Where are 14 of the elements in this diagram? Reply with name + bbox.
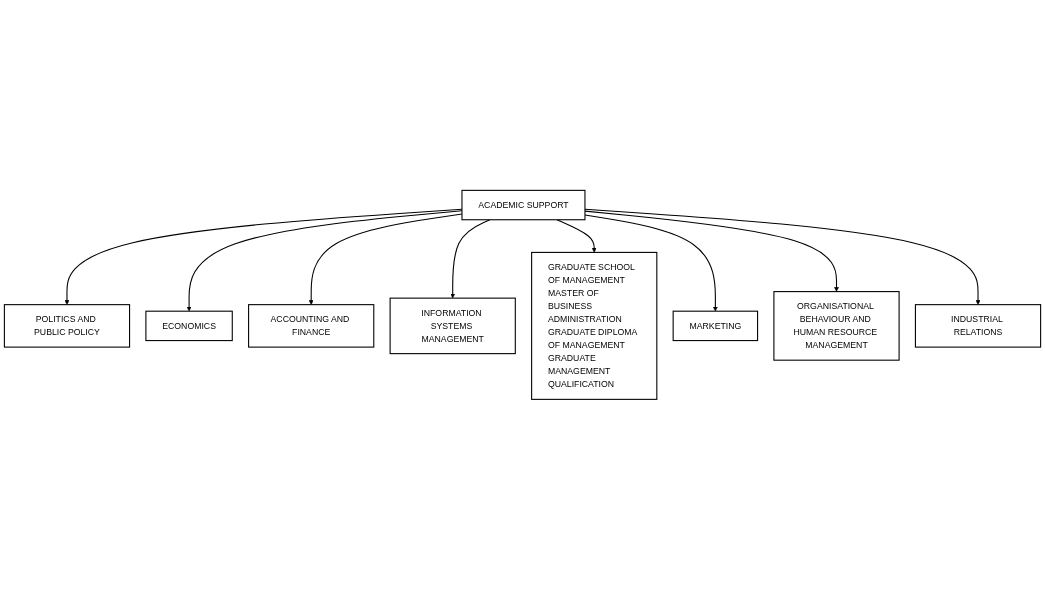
arrow bbox=[584, 210, 839, 292]
node-box: INDUSTRIAL RELATIONS bbox=[914, 303, 1042, 348]
arrow bbox=[584, 214, 718, 312]
node-box: MARKETING bbox=[672, 310, 759, 341]
arrow bbox=[584, 208, 981, 305]
arrow bbox=[556, 218, 597, 253]
node-box: ACADEMIC SUPPORT bbox=[461, 189, 586, 220]
node-box: INFORMATION SYSTEMS MANAGEMENT bbox=[389, 297, 516, 354]
arrow bbox=[450, 218, 491, 298]
node-box: POLITICS AND PUBLIC POLICY bbox=[3, 303, 131, 348]
node-box: GRADUATE SCHOOL OF MANAGEMENT MASTER OF BUSINESS ADMINISTRATION GRADUATE DIPLOMA OF MANAGEMENT GRADUATE MANAGEMENT QUALIFICATION bbox=[531, 251, 658, 400]
node-box: ORGANISATIONAL BEHAVIOUR AND HUMAN RESOURCE MANAGEMENT bbox=[773, 290, 900, 361]
node-box: ACCOUNTING AND FINANCE bbox=[248, 303, 375, 348]
node-box: ECONOMICS bbox=[145, 310, 233, 341]
